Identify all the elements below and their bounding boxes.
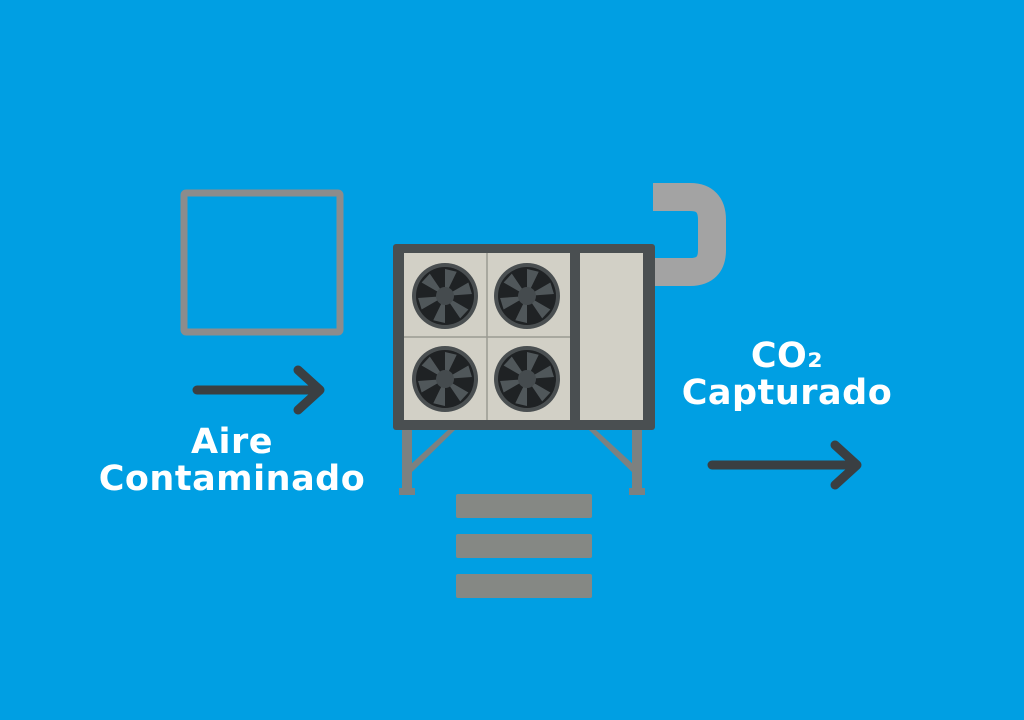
fan-icon xyxy=(494,346,560,412)
input-label: Aire Contaminado xyxy=(82,424,382,498)
direct-air-capture-machine xyxy=(393,244,655,430)
input-label-line1: Aire xyxy=(190,422,274,462)
exhaust-pipe-end xyxy=(653,183,661,211)
fan-icon xyxy=(412,263,478,329)
fan-icon xyxy=(494,263,560,329)
output-label-line2: Capturado xyxy=(681,372,893,413)
output-arrow-icon xyxy=(707,440,862,490)
output-label: CO₂ Capturado xyxy=(637,338,937,412)
fan-grid xyxy=(412,263,560,412)
stacked-plates xyxy=(456,494,592,598)
input-label-line2: Contaminado xyxy=(98,458,366,499)
machine-legs xyxy=(399,428,645,495)
input-arrow-icon xyxy=(192,365,325,415)
fan-icon xyxy=(412,346,478,412)
output-label-line1: CO₂ xyxy=(750,336,824,376)
exhaust-pipe xyxy=(650,183,726,286)
side-panel xyxy=(580,253,643,420)
filter-frame-icon xyxy=(180,189,344,336)
